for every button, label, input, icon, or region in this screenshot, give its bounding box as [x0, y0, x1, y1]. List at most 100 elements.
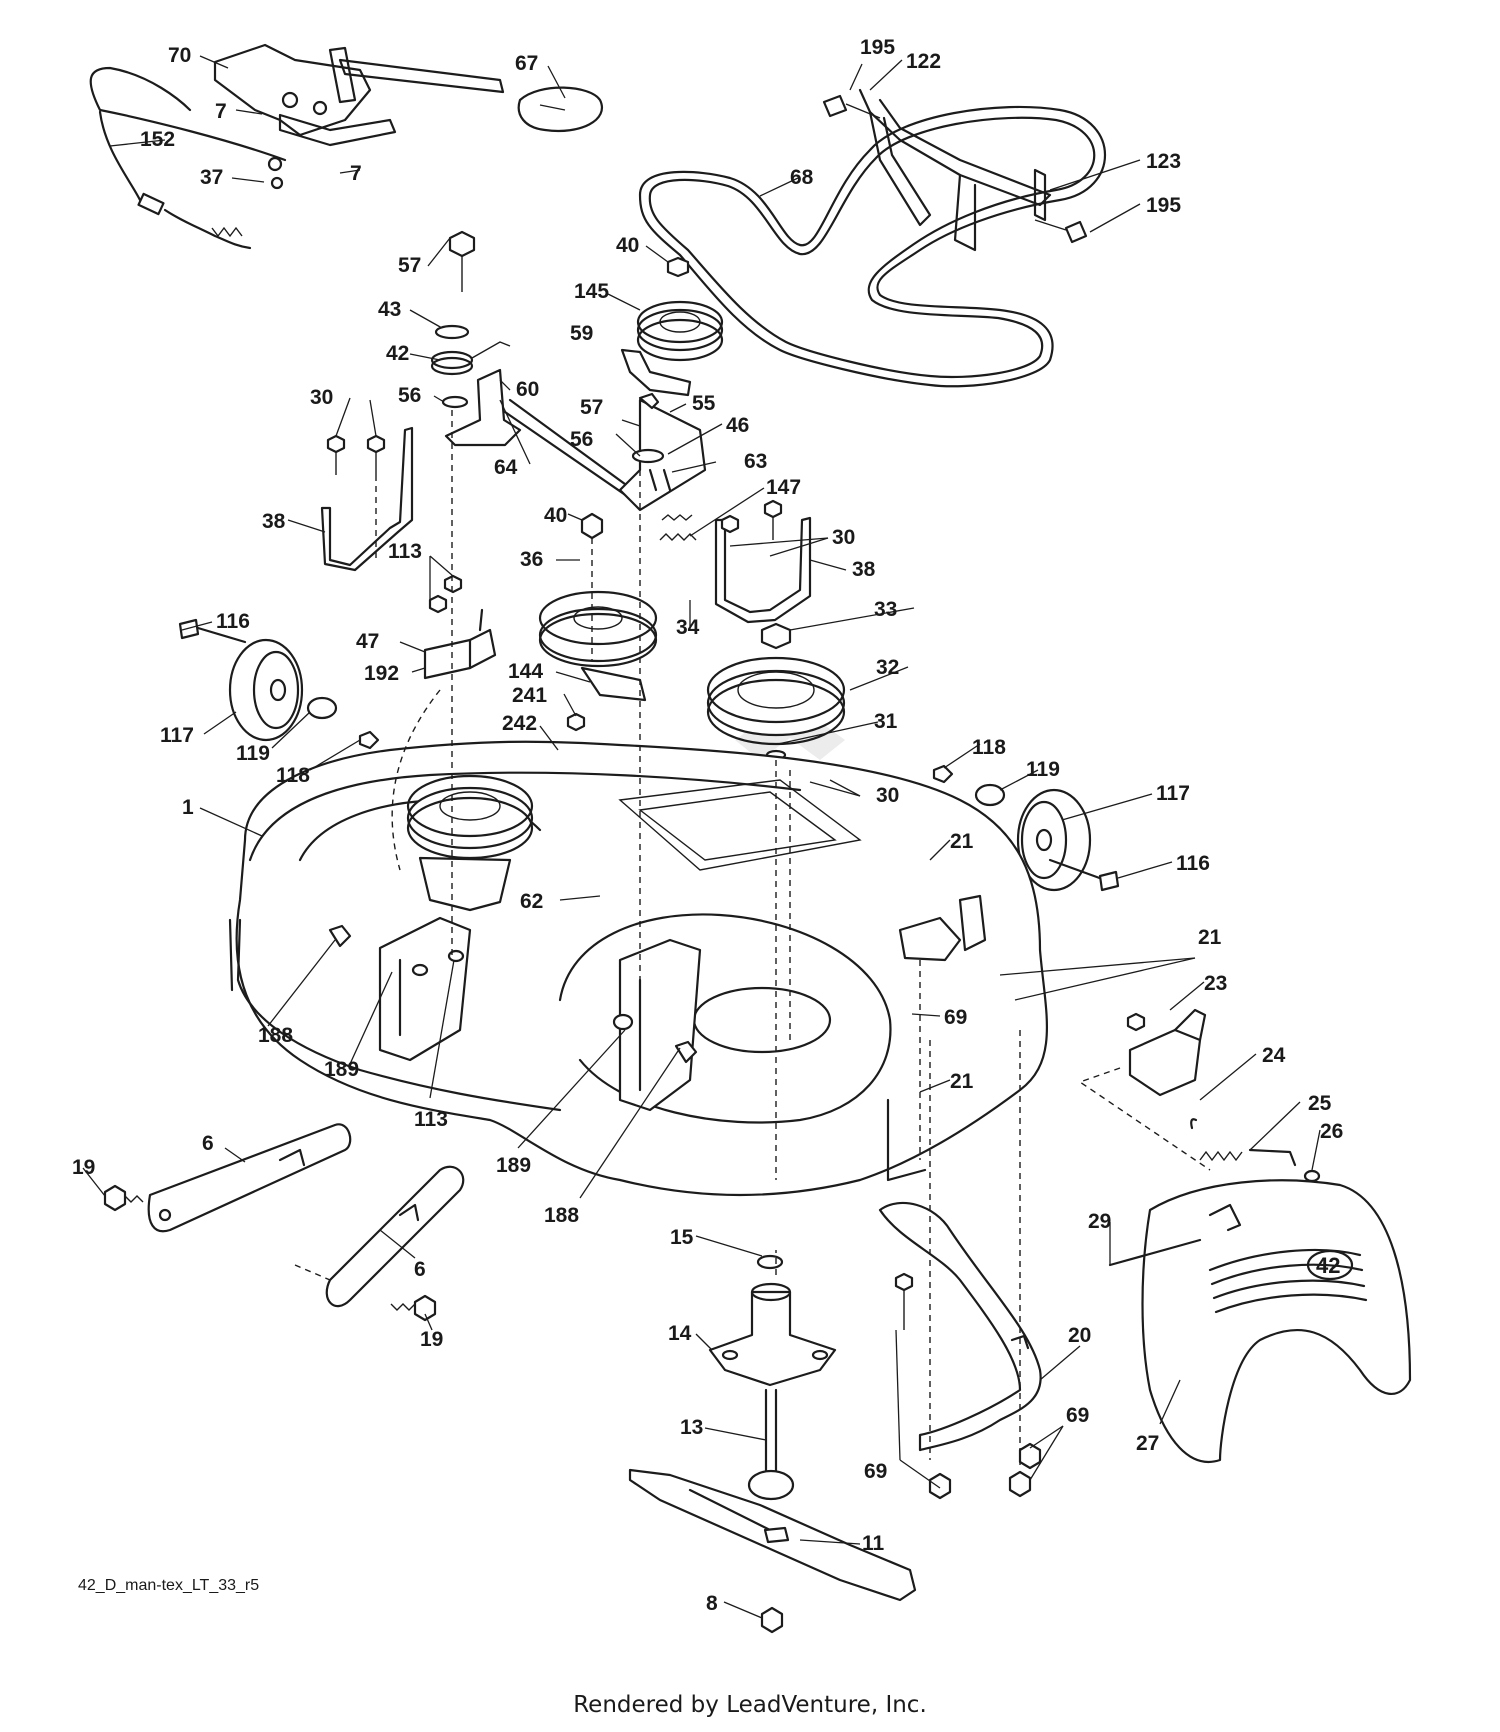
callout-63: 63 [744, 450, 767, 473]
callout-70: 70 [168, 44, 191, 67]
callout-119: 119 [236, 742, 270, 765]
callout-38: 38 [852, 558, 876, 581]
callout-123: 123 [1146, 150, 1181, 173]
callout-1: 1 [182, 796, 194, 819]
callout-189: 189 [324, 1058, 359, 1081]
deck-rear-bracket [886, 894, 987, 1182]
deck-hanger-right [714, 499, 812, 624]
callout-42: 42 [386, 342, 409, 365]
callout-8: 8 [706, 1592, 718, 1615]
deck-size-badge: 42 [1316, 1253, 1340, 1278]
callout-60: 60 [516, 378, 539, 401]
callout-6: 6 [414, 1258, 426, 1281]
callout-47: 47 [356, 630, 379, 653]
chute-hinge-bracket [1078, 1008, 1211, 1171]
callout-122: 122 [906, 50, 941, 73]
callout-14: 14 [668, 1322, 692, 1345]
callout-32: 32 [876, 656, 899, 679]
render-credit: Rendered by LeadVenture, Inc. [573, 1692, 927, 1718]
callout-189: 189 [496, 1154, 531, 1177]
callout-27: 27 [1136, 1432, 1159, 1455]
callout-24: 24 [1262, 1044, 1286, 1067]
callout-23: 23 [1204, 972, 1227, 995]
callout-113: 113 [414, 1108, 448, 1131]
callout-34: 34 [676, 616, 700, 639]
rear-hanger-arm [878, 1201, 1042, 1452]
chute-hinge-rod [1108, 1238, 1202, 1267]
callout-113: 113 [388, 540, 422, 563]
spindle-bearing [756, 1254, 784, 1270]
callout-40: 40 [544, 504, 567, 527]
callout-19: 19 [72, 1156, 95, 1179]
callout-241: 241 [512, 684, 547, 707]
callout-13: 13 [680, 1416, 703, 1439]
callout-29: 29 [1088, 1210, 1111, 1233]
callout-15: 15 [670, 1226, 694, 1249]
callout-33: 33 [874, 598, 897, 621]
callout-57: 57 [580, 396, 603, 419]
drive-belt [638, 105, 1107, 388]
callout-43: 43 [378, 298, 401, 321]
deck-front-bracket-left [328, 916, 472, 1062]
gauge-wheel-front-right [932, 764, 1120, 892]
callout-147: 147 [766, 476, 801, 499]
callout-59: 59 [570, 322, 593, 345]
idler-pulley-upper [620, 256, 724, 397]
callout-188: 188 [258, 1024, 293, 1047]
stabilizer-bracket-upper [103, 1123, 352, 1233]
callout-188: 188 [544, 1204, 579, 1227]
callout-118: 118 [972, 736, 1006, 759]
blade-bolt [760, 1606, 784, 1634]
deck-lift-lever-assembly [213, 43, 505, 147]
callout-62: 62 [520, 890, 543, 913]
callout-69: 69 [944, 1006, 967, 1029]
belt-keeper [858, 88, 1052, 252]
callout-57: 57 [398, 254, 421, 277]
callout-38: 38 [262, 510, 286, 533]
idler-pivot-stack [430, 230, 642, 507]
callout-labels: 70 67 7 152 37 7 195 122 123 68 195 57 4… [72, 36, 1343, 1615]
spindle-housing [708, 1282, 837, 1387]
pedal-pad [517, 86, 603, 133]
callout-7: 7 [215, 100, 227, 123]
callout-55: 55 [692, 392, 716, 415]
callout-40: 40 [616, 234, 639, 257]
idler-arm-bracket [618, 392, 707, 521]
chute-spring [1190, 1118, 1321, 1183]
callout-117: 117 [160, 724, 194, 747]
callout-145: 145 [574, 280, 609, 303]
callout-195: 195 [1146, 194, 1181, 217]
spindle-shaft [747, 1388, 795, 1501]
callout-69: 69 [1066, 1404, 1089, 1427]
callout-119: 119 [1026, 758, 1060, 781]
callout-242: 242 [502, 712, 537, 735]
callout-30: 30 [876, 784, 899, 807]
callout-144: 144 [508, 660, 543, 683]
callout-56: 56 [398, 384, 421, 407]
belt-keeper-bolts [822, 94, 1088, 244]
callout-195: 195 [860, 36, 895, 59]
callout-31: 31 [874, 710, 898, 733]
alignment-lines [375, 410, 1021, 1470]
callout-25: 25 [1308, 1092, 1332, 1115]
discharge-chute: 42 [1141, 1179, 1412, 1463]
callout-68: 68 [790, 166, 814, 189]
deck-lift-cable [89, 66, 287, 250]
callout-64: 64 [494, 456, 518, 479]
callout-116: 116 [1176, 852, 1210, 875]
idler-pulley-lower [538, 512, 658, 702]
callout-21: 21 [950, 830, 974, 853]
callout-192: 192 [364, 662, 399, 685]
callout-21: 21 [950, 1070, 974, 1093]
callout-36: 36 [520, 548, 543, 571]
lift-bracket-192 [423, 574, 497, 680]
callout-67: 67 [515, 52, 538, 75]
callout-46: 46 [726, 414, 749, 437]
callout-56: 56 [570, 428, 593, 451]
callout-116: 116 [216, 610, 250, 633]
callout-19: 19 [420, 1328, 443, 1351]
callout-30: 30 [832, 526, 855, 549]
left-spindle-on-deck [406, 774, 534, 912]
callout-7: 7 [350, 162, 362, 185]
callout-117: 117 [1156, 782, 1190, 805]
